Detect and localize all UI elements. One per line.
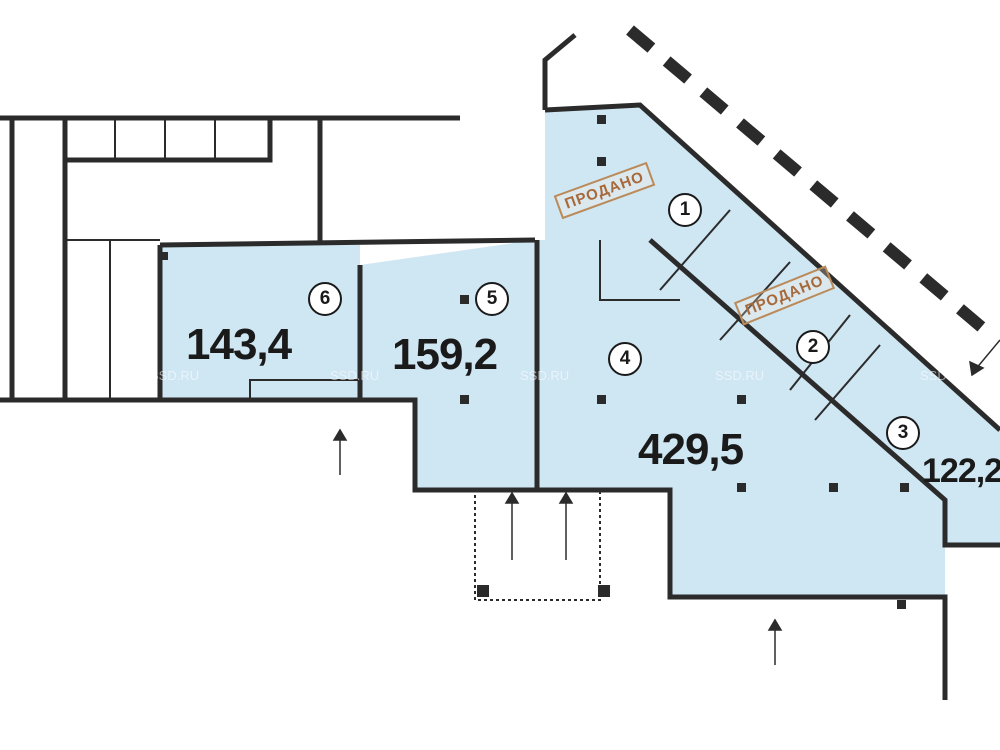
unit-3-badge[interactable]: 3 (886, 416, 920, 450)
watermark: SSD.RU (150, 368, 200, 383)
unit-5-area: 159,2 (392, 330, 498, 379)
entrance-arrows (332, 339, 1000, 665)
watermark: SSD.RU (520, 368, 570, 383)
dashed-boundary (626, 25, 989, 335)
unit-3-area: 122,2 (922, 452, 1000, 490)
unit-5-badge[interactable]: 5 (475, 282, 509, 316)
unit-4-fill[interactable] (537, 240, 945, 597)
unit-2-badge[interactable]: 2 (796, 330, 830, 364)
unit-6-area: 143,4 (186, 320, 292, 369)
watermark: SSD.RU (715, 368, 765, 383)
watermark: SSD.RU (920, 368, 970, 383)
watermark: SSD.RU (330, 368, 380, 383)
unit-6-badge[interactable]: 6 (308, 282, 342, 316)
unit-1-badge[interactable]: 1 (668, 193, 702, 227)
unit-4-area: 429,5 (638, 425, 744, 474)
walls (0, 33, 1000, 700)
unit-4-badge[interactable]: 4 (608, 342, 642, 376)
unit-6-fill[interactable] (160, 245, 360, 400)
